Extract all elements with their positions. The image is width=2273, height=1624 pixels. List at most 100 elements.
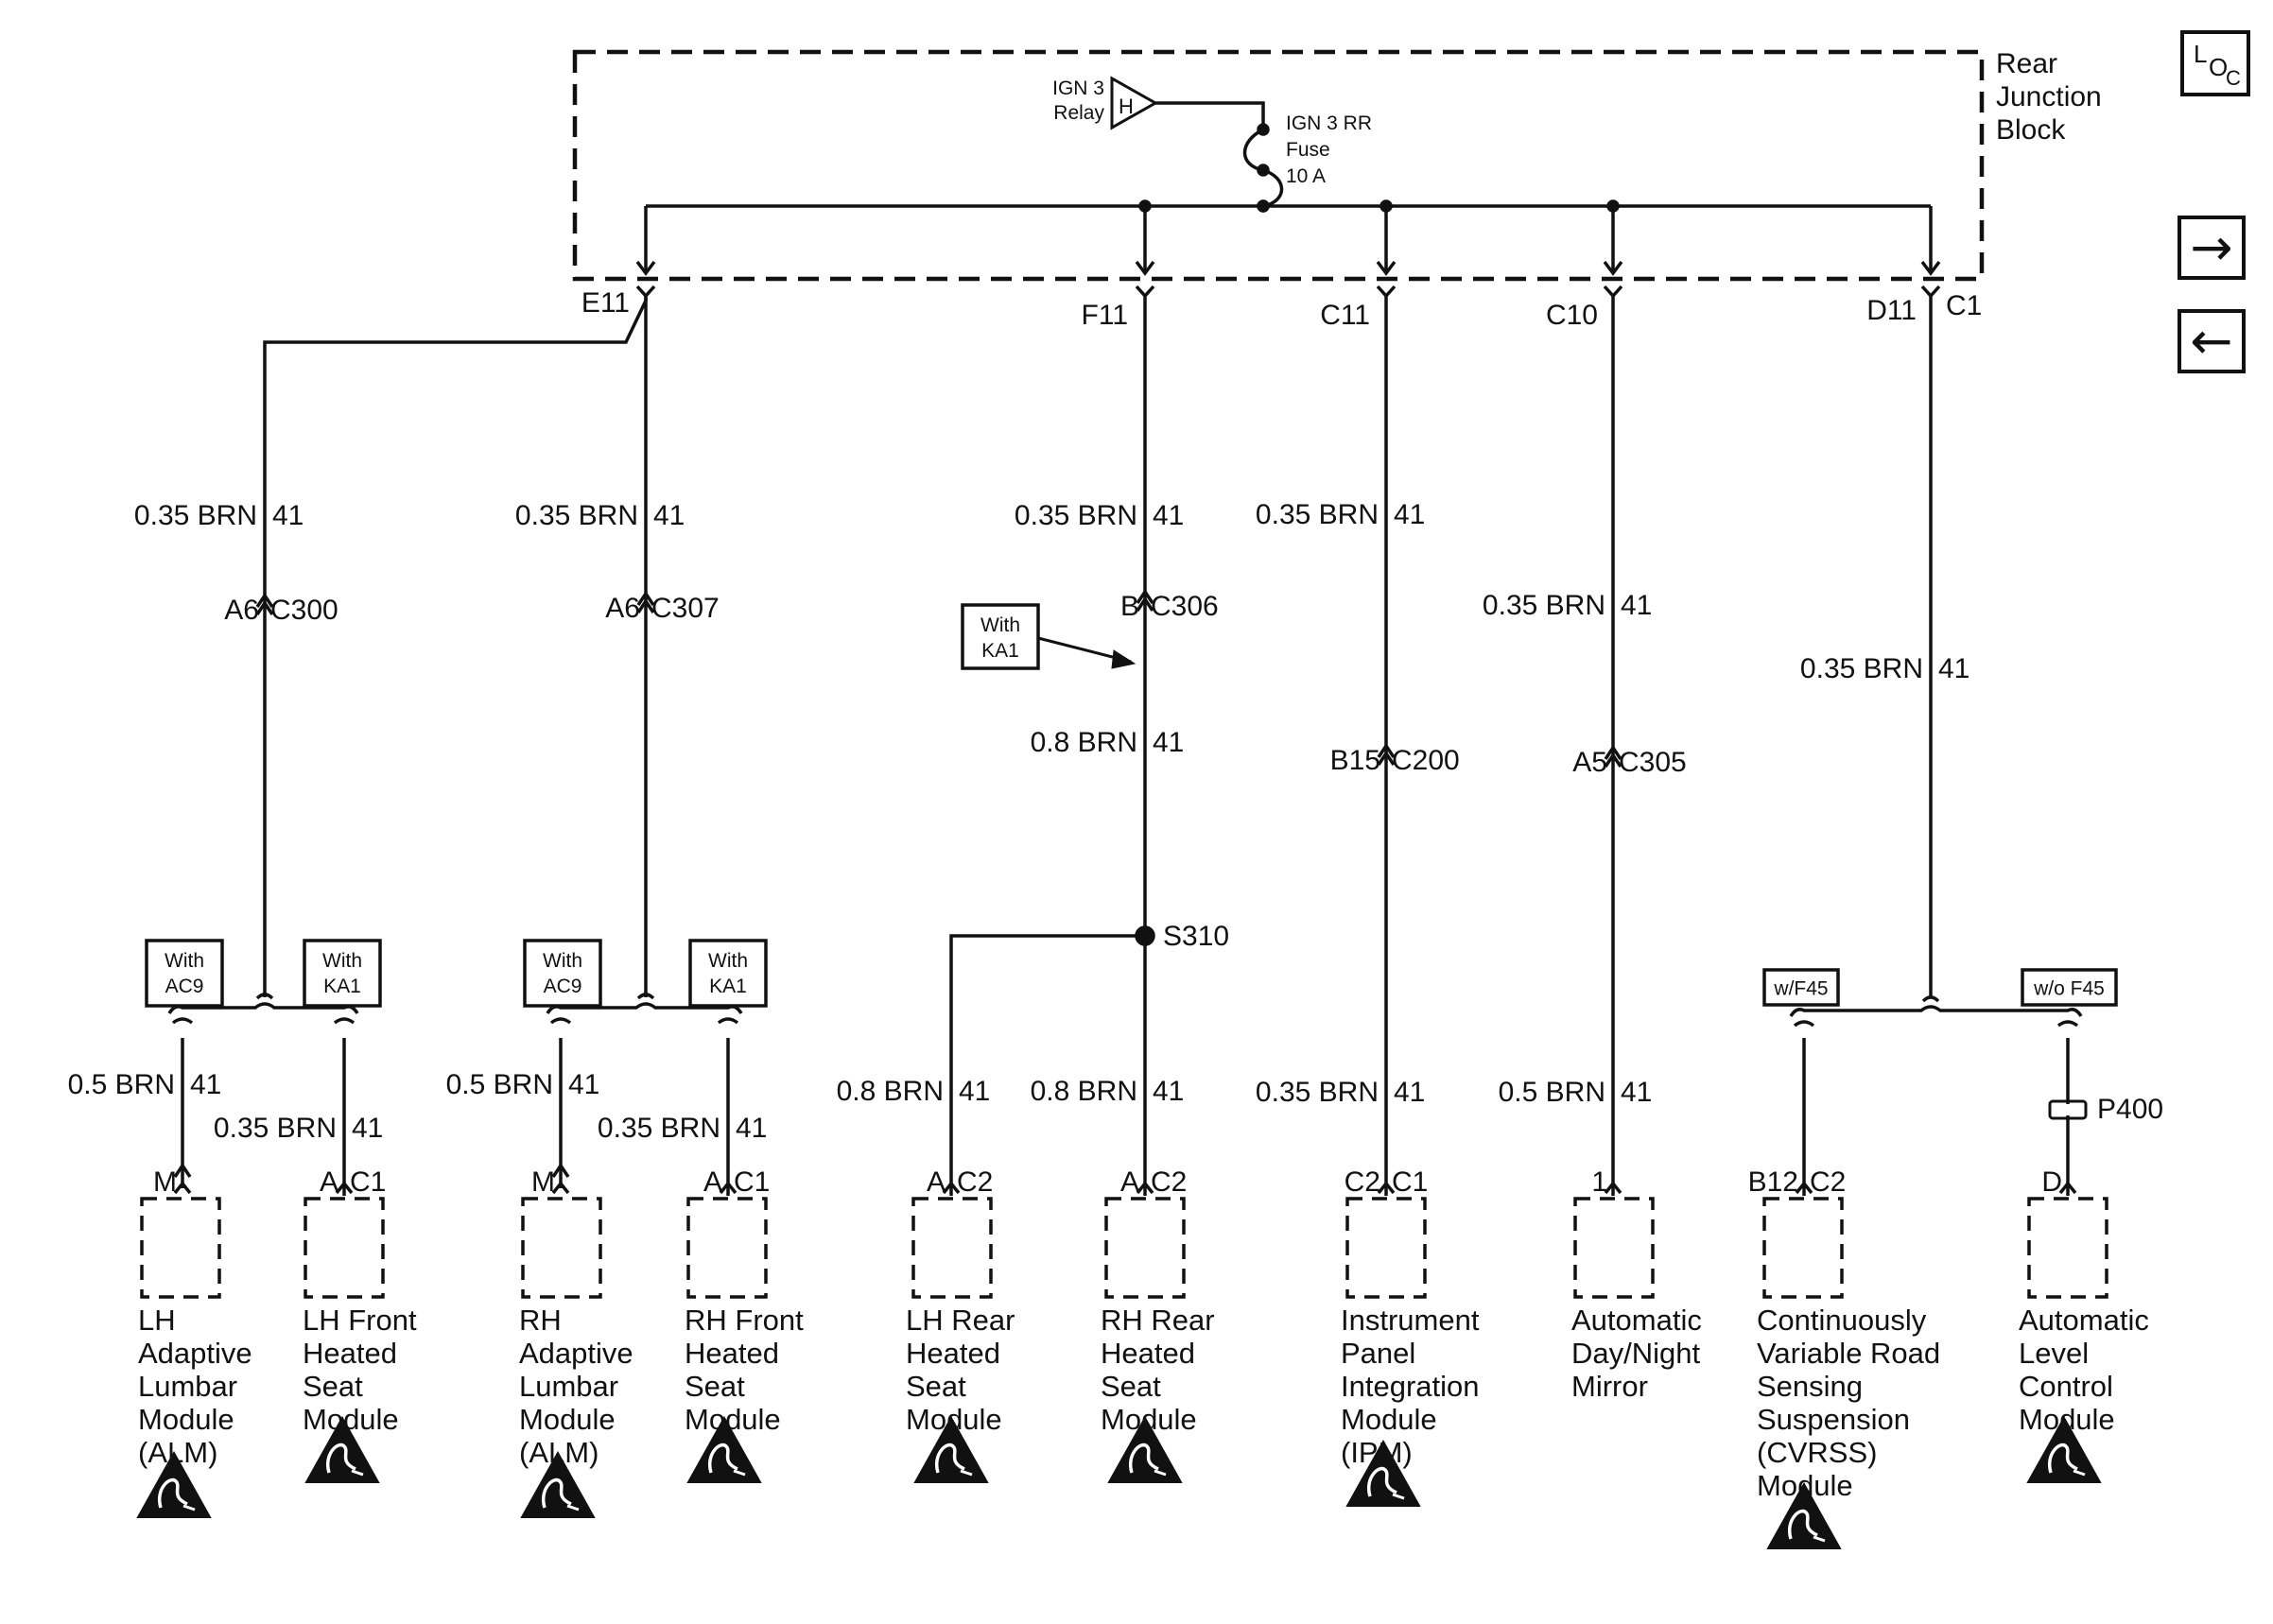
loc-c: C [2226, 66, 2241, 90]
cvrss-pin: B12 [1748, 1166, 1798, 1198]
connector-c300-id: C300 [270, 595, 338, 626]
splice-s310: S310 [1163, 921, 1229, 952]
cvrss-module-box [1762, 1197, 1844, 1299]
connector-c305-pin: A5 [1572, 747, 1607, 778]
esd-warning-icon [1345, 1439, 1421, 1507]
w5-circuit: 41 [1621, 590, 1652, 621]
rh_front-connector: C1 [734, 1166, 770, 1198]
option-ka1-3-box [961, 603, 1040, 670]
connector-c305-id: C305 [1619, 747, 1687, 778]
w1-circuit: 41 [272, 500, 304, 531]
w3b-wire-size: 0.8 BRN [1031, 727, 1137, 758]
rh_front-module-box [686, 1197, 768, 1299]
junction-block-border [572, 49, 1985, 282]
ipm-pin: C2 [1345, 1166, 1380, 1198]
lh-alm-wire-size: 0.5 BRN [68, 1069, 175, 1100]
connector-c10: C10 [1546, 300, 1598, 331]
lh-rear-wire-size: 0.8 BRN [837, 1076, 944, 1107]
cvrss-connector: C2 [1810, 1166, 1846, 1198]
connector-c200-pin: B15 [1330, 745, 1380, 776]
option-ka1-1-box [303, 939, 382, 1008]
alc-pin: D [2041, 1166, 2062, 1198]
w3-circuit: 41 [1153, 500, 1184, 531]
w2-circuit: 41 [653, 500, 685, 531]
back-button[interactable]: ← [2178, 309, 2246, 373]
connector-c1: C1 [1946, 290, 1982, 321]
option-ka1-2-box [688, 939, 768, 1008]
option-w-f45-label: w/F45 [1773, 978, 1828, 1000]
option-wo-f45-box [2021, 968, 2118, 1007]
arrow-right-icon: → [2190, 217, 2233, 277]
option-ac9-1-box [145, 939, 224, 1008]
esd-warning-icon [2026, 1415, 2102, 1483]
w6-circuit: 41 [1938, 653, 1969, 684]
connector-c200-id: C200 [1392, 745, 1460, 776]
rh_alm-module-box [521, 1197, 602, 1299]
esd-warning-icon [913, 1415, 989, 1483]
w3-wire-size: 0.35 BRN [1015, 500, 1137, 531]
loc-l: L [2194, 40, 2208, 68]
connector-c11: C11 [1320, 300, 1370, 331]
option-ac9-2-box [523, 939, 602, 1008]
rh-rear-wire-size: 0.8 BRN [1031, 1076, 1137, 1107]
lh_front-module-box [304, 1197, 385, 1299]
rh-rear-circuit: 41 [1153, 1076, 1184, 1107]
connector-p400: P400 [2097, 1094, 2163, 1125]
rh_rear-connector: C2 [1151, 1166, 1187, 1198]
lh_front-pin: A [320, 1166, 338, 1198]
connector-d11: D11 [1866, 295, 1917, 326]
arrow-left-icon: ← [2190, 311, 2233, 371]
esd-warning-icon [304, 1415, 380, 1483]
mirror-circuit: 41 [1621, 1077, 1652, 1108]
w6-wire-size: 0.35 BRN [1800, 653, 1923, 684]
rh-front-wire-size: 0.35 BRN [598, 1113, 720, 1144]
lh_alm-pin: M [153, 1166, 177, 1198]
ipm-connector: C1 [1392, 1166, 1428, 1198]
p400-connector [2048, 1099, 2088, 1120]
esd-warning-icon [686, 1415, 762, 1483]
connector-c307-id: C307 [651, 593, 720, 624]
lh_front-connector: C1 [350, 1166, 386, 1198]
ipm-module-box [1345, 1197, 1427, 1299]
lh-front-wire-size: 0.35 BRN [214, 1113, 337, 1144]
connector-f11: F11 [1082, 300, 1128, 331]
lh_alm-module-box [140, 1197, 221, 1299]
rh_rear-pin: A [1120, 1166, 1139, 1198]
lh_rear-module-box [911, 1197, 993, 1299]
loc-o: O [2209, 53, 2229, 81]
rh_front-pin: A [703, 1166, 722, 1198]
rh-alm-wire-size: 0.5 BRN [446, 1069, 553, 1100]
lh-rear-circuit: 41 [959, 1076, 990, 1107]
option-w-f45-box [1762, 968, 1840, 1007]
lh-front-circuit: 41 [352, 1113, 383, 1144]
relay-icon [1110, 76, 1159, 130]
loc-button[interactable]: L O C [2180, 30, 2250, 96]
alc-module-box [2027, 1197, 2108, 1299]
w2-wire-size: 0.35 BRN [515, 500, 638, 531]
rh_rear-module-box [1104, 1197, 1186, 1299]
lh-alm-circuit: 41 [190, 1069, 221, 1100]
rh-front-circuit: 41 [736, 1113, 767, 1144]
connector-c300-pin: A6 [224, 595, 259, 626]
option-wo-f45-label: w/o F45 [2033, 978, 2105, 1000]
forward-button[interactable]: → [2178, 216, 2246, 280]
rh-alm-circuit: 41 [568, 1069, 599, 1100]
ipm-wire-size: 0.35 BRN [1256, 1077, 1379, 1108]
w5-wire-size: 0.35 BRN [1483, 590, 1605, 621]
lh_rear-pin: A [927, 1166, 946, 1198]
